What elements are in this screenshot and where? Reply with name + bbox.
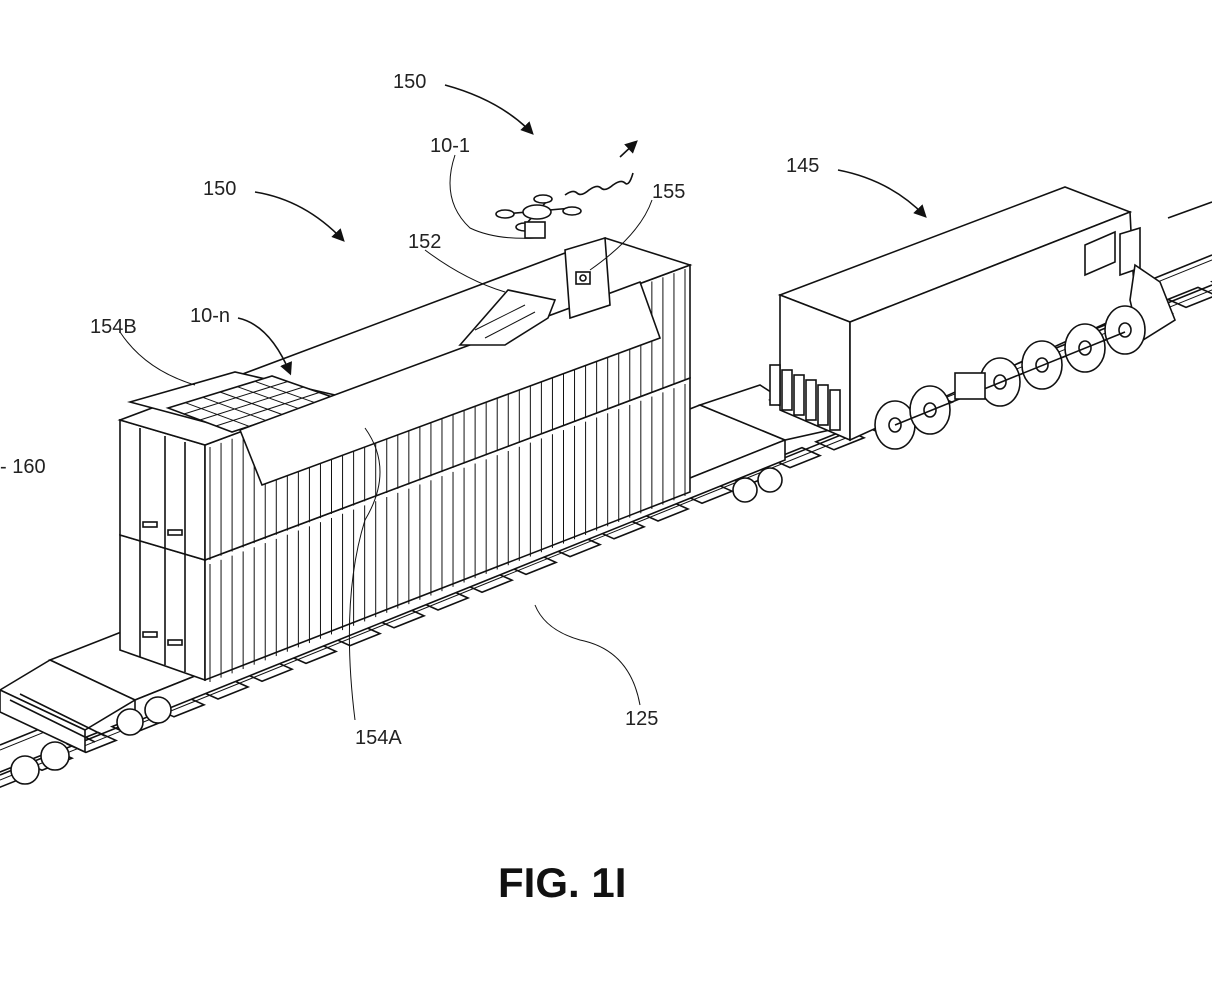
figure-caption: FIG. 1I [498,859,626,906]
label-154B: 154B [90,316,137,338]
label-150-left: 150 [203,178,236,200]
grid-line [199,386,304,421]
label-160: - 160 [0,456,46,478]
label-154A: 154A [355,727,402,749]
leader-lines [119,84,927,721]
wheel-hub [1118,322,1132,338]
label-10-n: 10-n [190,305,230,327]
label-150-top: 150 [393,71,426,93]
locomotive [769,186,1212,450]
rail-tie [1165,286,1212,309]
locomotive-grill [769,364,841,431]
label-10-1: 10-1 [430,135,470,157]
label-155: 155 [652,181,685,203]
label-125: 125 [625,708,658,730]
label-145: 145 [786,155,819,177]
roof-compartment [126,236,662,487]
reference-labels: 150 10-1 150 152 155 145 154B 10-n - 160… [0,71,819,906]
drone-10-1 [495,140,638,239]
grid-line [183,381,288,415]
grid-line [215,392,320,427]
label-152: 152 [408,231,441,253]
